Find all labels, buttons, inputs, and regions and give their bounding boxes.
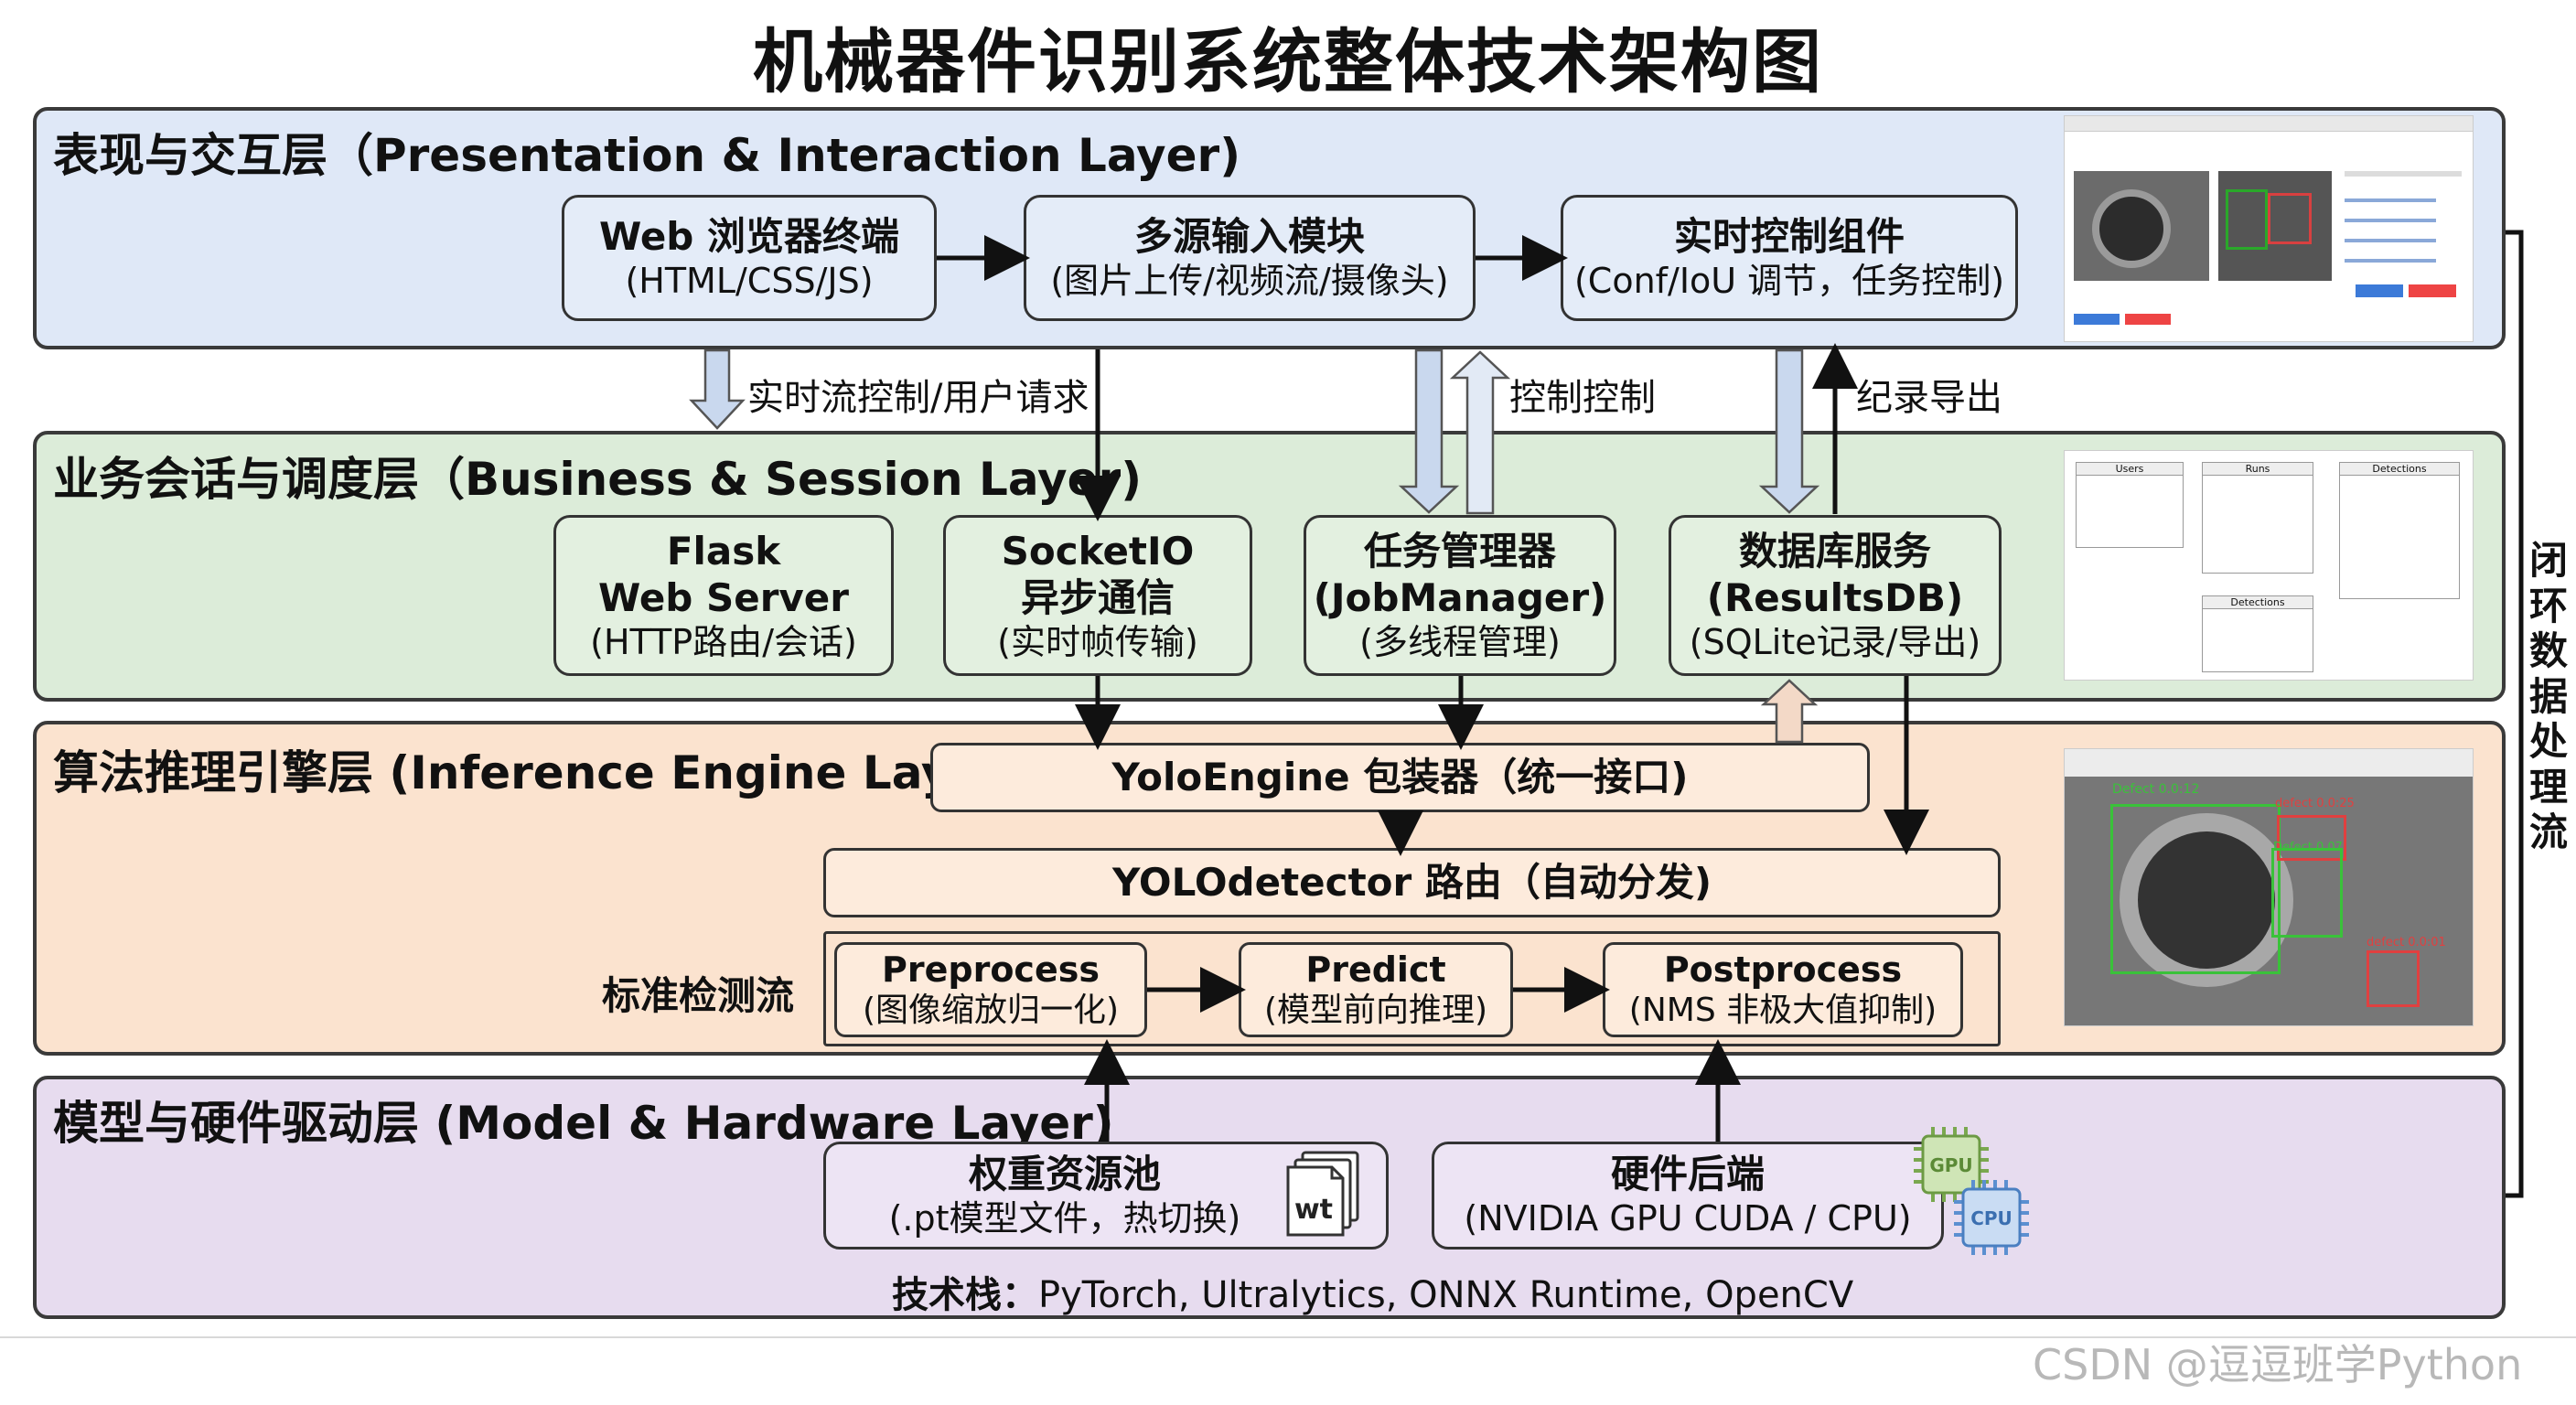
detection-label-4: defect 0.0:01 [2367, 936, 2446, 949]
db-table-runs: Runs [2203, 463, 2313, 476]
gpu-chip-label: GPU [1929, 1154, 1972, 1176]
detection-label-3: Defect 0.07 [2273, 841, 2343, 854]
socketio-title1: SocketIO [1001, 528, 1195, 574]
closed-loop-label: 闭环数据处理流 [2528, 538, 2568, 855]
postprocess-sub: (NMS 非极大值抑制) [1628, 992, 1937, 1030]
cpu-chip-label: CPU [1970, 1207, 2012, 1229]
file-stack-icon: wt [1286, 1151, 1359, 1237]
detection-flow-label: 标准检测流 [602, 973, 795, 1018]
weights-pool-title: 权重资源池 [968, 1152, 1161, 1197]
presentation-layer-title: 表现与交互层（Presentation & Interaction Layer) [53, 129, 1241, 182]
tech-stack-label: 技术栈： [892, 1274, 1038, 1316]
file-stack-icon-text: wt [1294, 1194, 1333, 1226]
hollow-arrow-stream [689, 349, 746, 430]
flask-title2: Web Server [597, 574, 850, 620]
flask-sub: (HTTP路由/会话) [590, 622, 857, 663]
control-component-box: 实时控制组件 (Conf/IoU 调节，任务控制) [1561, 195, 2018, 321]
preprocess-box: Preprocess (图像缩放归一化) [834, 942, 1147, 1037]
inference-layer-title: 算法推理引擎层 (Inference Engine Layer) [53, 746, 1025, 799]
preprocess-title: Preprocess [882, 949, 1100, 990]
control-label: 控制控制 [1509, 377, 1656, 419]
web-browser-title: Web 浏览器终端 [598, 214, 899, 260]
job-manager-title2: (JobManager) [1313, 574, 1607, 620]
hardware-backend-box: 硬件后端 (NVIDIA GPU CUDA / CPU) [1432, 1142, 1944, 1249]
predict-title: Predict [1305, 949, 1446, 990]
yolo-engine-label: YoloEngine 包装器（统一接口) [1111, 755, 1689, 800]
socketio-title2: 异步通信 [1020, 574, 1175, 620]
results-db-title2: (ResultsDB) [1706, 574, 1964, 620]
cpu-chip-icon: CPU [1954, 1180, 2029, 1255]
results-db-title1: 数据库服务 [1738, 528, 1931, 574]
model-layer-title: 模型与硬件驱动层 (Model & Hardware Layer) [53, 1097, 1114, 1150]
yolo-detector-label: YOLOdetector 路由（自动分发) [1111, 860, 1712, 906]
flask-box: Flask Web Server (HTTP路由/会话) [553, 515, 894, 676]
export-label: 纪录导出 [1856, 377, 2002, 419]
flask-title1: Flask [666, 528, 781, 574]
predict-box: Predict (模型前向推理) [1239, 942, 1513, 1037]
input-module-title: 多源输入模块 [1133, 214, 1365, 260]
web-browser-box: Web 浏览器终端 (HTML/CSS/JS) [562, 195, 937, 321]
detection-label-2: defect 0.0:25 [2275, 797, 2355, 810]
tech-stack: 技术栈：PyTorch, Ultralytics, ONNX Runtime, … [892, 1265, 1853, 1318]
postprocess-title: Postprocess [1663, 949, 1903, 990]
hollow-arrow-db-up [1760, 679, 1819, 744]
results-db-box: 数据库服务 (ResultsDB) (SQLite记录/导出) [1669, 515, 2002, 676]
watermark: CSDN @逗逗班学Python [2033, 1340, 2523, 1389]
db-table-users: Users [2077, 463, 2183, 476]
hollow-arrow-control-down [1398, 349, 1460, 514]
page-title: 机械器件识别系统整体技术架构图 [753, 21, 1823, 102]
detection-label-1: Defect 0.0:12 [2112, 782, 2200, 797]
weights-pool-sub: (.pt模型文件，热切换) [888, 1198, 1241, 1239]
job-manager-box: 任务管理器 (JobManager) (多线程管理) [1304, 515, 1616, 676]
postprocess-box: Postprocess (NMS 非极大值抑制) [1603, 942, 1963, 1037]
tech-stack-value: PyTorch, Ultralytics, ONNX Runtime, Open… [1038, 1274, 1854, 1316]
stream-control-label: 实时流控制/用户请求 [747, 377, 1089, 419]
input-module-sub: (图片上传/视频流/摄像头) [1050, 261, 1449, 302]
hollow-arrow-control-up [1449, 350, 1511, 515]
db-table-detections-2: Detections [2203, 596, 2313, 609]
socketio-sub: (实时帧传输) [997, 622, 1198, 663]
detection-result-thumbnail: Defect 0.0:12 defect 0.0:25 Defect 0.07 … [2064, 748, 2474, 1026]
hardware-backend-title: 硬件后端 [1610, 1152, 1765, 1197]
preprocess-sub: (图像缩放归一化) [862, 992, 1120, 1030]
hollow-arrow-db-down [1758, 349, 1820, 514]
detection-flow-frame [823, 931, 2001, 1046]
job-manager-title1: 任务管理器 [1363, 528, 1556, 574]
predict-sub: (模型前向推理) [1263, 992, 1488, 1030]
db-table-detections: Detections [2340, 463, 2459, 476]
control-component-title: 实时控制组件 [1673, 214, 1905, 260]
results-db-sub: (SQLite记录/导出) [1689, 622, 1981, 663]
database-schema-thumbnail: Users Runs Detections Detections [2064, 450, 2474, 681]
ui-screenshot-thumbnail [2064, 115, 2474, 342]
business-layer-title: 业务会话与调度层（Business & Session Layer) [53, 453, 1143, 506]
yolo-engine-box: YoloEngine 包装器（统一接口) [930, 743, 1870, 812]
closed-loop-bracket [2506, 230, 2524, 1198]
web-browser-sub: (HTML/CSS/JS) [625, 261, 874, 302]
socketio-box: SocketIO 异步通信 (实时帧传输) [943, 515, 1252, 676]
yolo-detector-box: YOLOdetector 路由（自动分发) [823, 848, 2001, 917]
control-component-sub: (Conf/IoU 调节，任务控制) [1573, 261, 2005, 302]
hardware-backend-sub: (NVIDIA GPU CUDA / CPU) [1464, 1198, 1912, 1239]
job-manager-sub: (多线程管理) [1359, 622, 1561, 663]
